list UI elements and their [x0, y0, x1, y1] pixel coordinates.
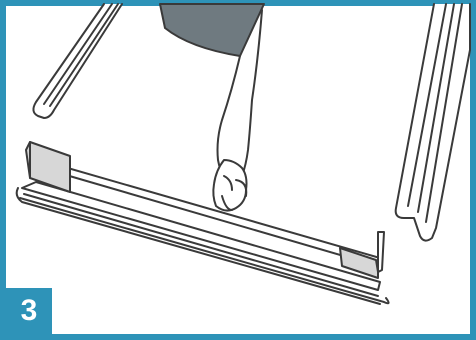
hand [213, 160, 246, 211]
right-frame-rail [396, 4, 470, 241]
right-bracket [340, 232, 384, 278]
left-frame-rail [33, 4, 122, 118]
sleeve [160, 4, 264, 56]
step-number-badge: 3 [6, 288, 52, 334]
bottom-frame-rail [17, 160, 389, 304]
